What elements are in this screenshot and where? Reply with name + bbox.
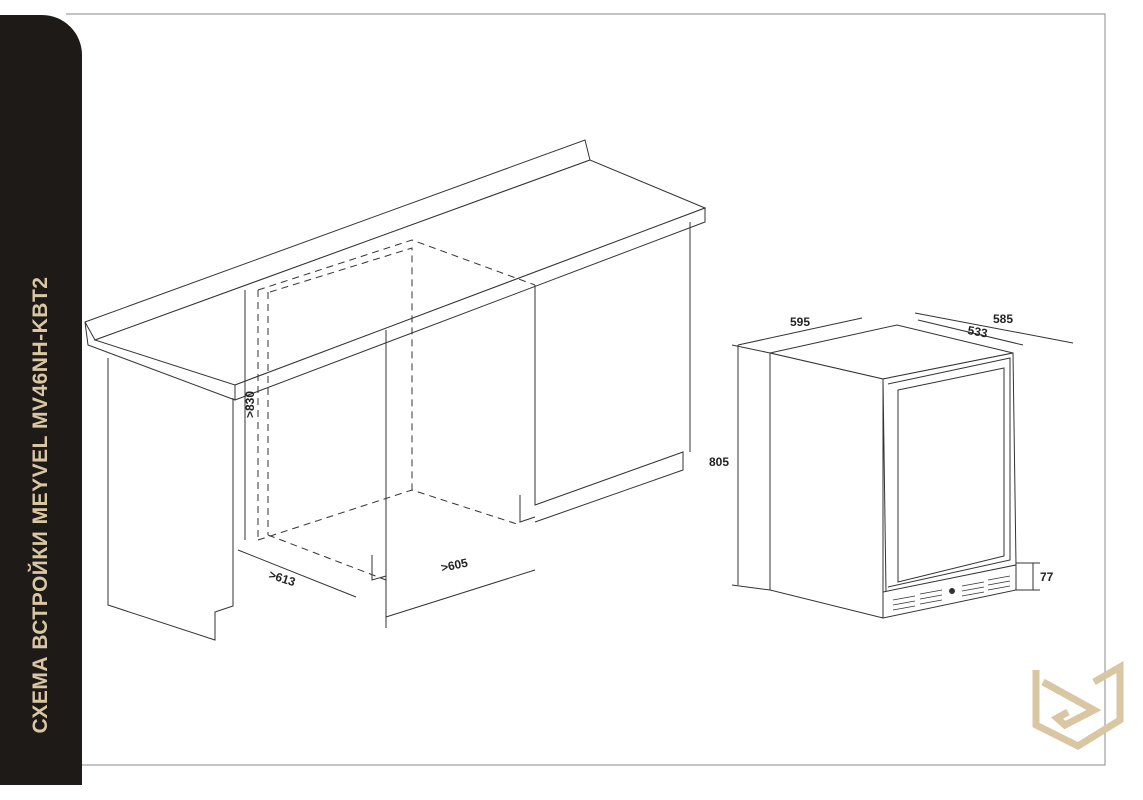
- cooler-plinth-label: 77: [1040, 570, 1054, 584]
- cooler-width-label: 595: [790, 315, 810, 329]
- countertop-left-edge: [84, 321, 236, 401]
- right-cabinet: [534, 285, 684, 523]
- niche-dimension-lines: [237, 290, 536, 618]
- cooler-depth-body-label: 533: [966, 323, 988, 340]
- left-cabinet: [107, 358, 234, 641]
- vent-grille: [892, 575, 1011, 611]
- side-title-band: [0, 15, 82, 785]
- niche-depth-label: >613: [267, 568, 297, 590]
- cooler-dimension-lines: [731, 312, 1074, 591]
- niche-outline: [257, 239, 536, 581]
- niche-width-label: >605: [440, 556, 470, 575]
- countertop-top: [93, 159, 707, 386]
- cooler-door-glass: [897, 367, 1005, 583]
- lock-icon: [949, 588, 955, 594]
- cooler-height-label: 805: [709, 455, 729, 469]
- kitchen-cabinet-drawing: [84, 139, 707, 641]
- countertop-front: [234, 207, 706, 401]
- wine-cooler-drawing: [769, 324, 1017, 619]
- cooler-side: [769, 352, 884, 619]
- cooler-depth-total-label: 585: [993, 312, 1013, 326]
- niche-height-label: >830: [243, 391, 257, 418]
- brand-logo-icon: [1032, 660, 1124, 751]
- page-frame: [66, 13, 1106, 766]
